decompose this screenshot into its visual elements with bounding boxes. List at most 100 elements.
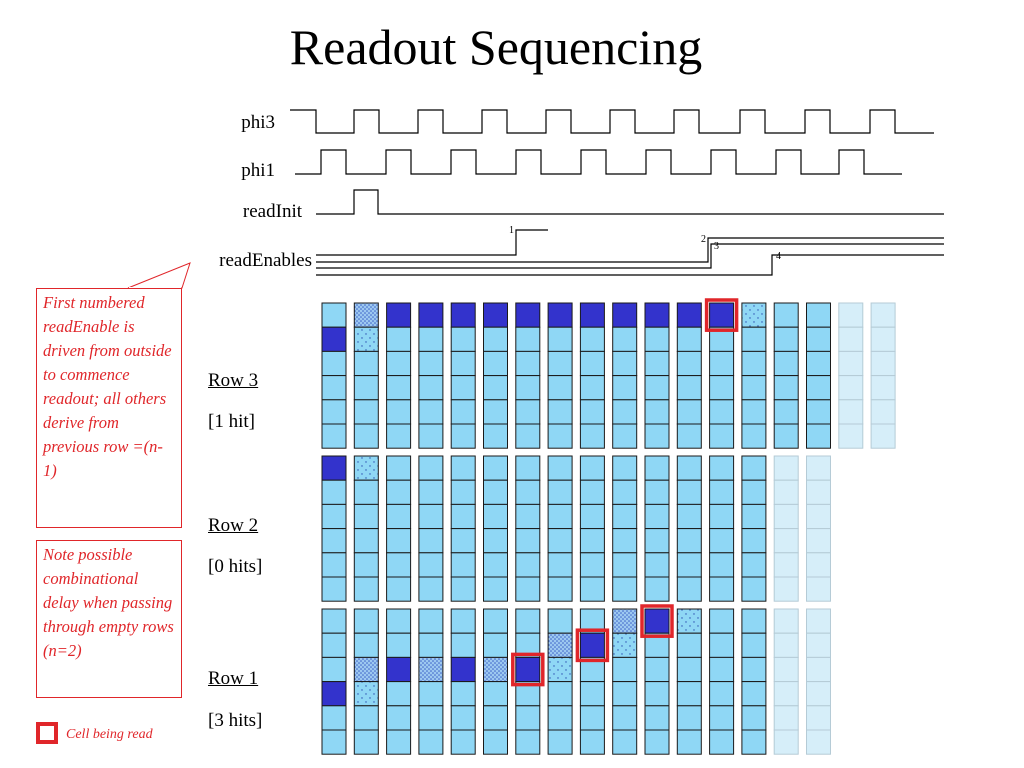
cell xyxy=(418,503,444,530)
pixel-column xyxy=(676,608,702,755)
cell xyxy=(644,399,670,425)
cell xyxy=(773,705,799,731)
cell xyxy=(579,528,605,554)
cell-dense xyxy=(353,656,379,683)
cell-hit xyxy=(515,302,541,328)
cell xyxy=(450,552,476,578)
cell-hit xyxy=(321,455,347,481)
row3-hits: [1 hit] xyxy=(208,411,255,432)
cell xyxy=(676,375,702,401)
cell xyxy=(386,399,412,425)
cell xyxy=(321,302,347,328)
cell xyxy=(870,399,896,425)
cell xyxy=(676,656,702,683)
pixel-column xyxy=(353,608,379,755)
cell xyxy=(806,729,831,755)
cell xyxy=(579,326,605,352)
cell xyxy=(450,375,476,401)
cell xyxy=(709,552,735,578)
cell xyxy=(838,399,864,425)
pixel-column xyxy=(483,302,508,449)
cell xyxy=(676,576,702,602)
cell xyxy=(579,503,605,530)
pixel-column xyxy=(386,302,412,449)
pixel-column xyxy=(612,608,638,755)
cell xyxy=(418,375,444,401)
cell xyxy=(579,576,605,602)
pixel-column xyxy=(709,455,735,602)
cell xyxy=(612,552,638,578)
pixel-column xyxy=(321,608,347,755)
cell xyxy=(483,632,508,658)
cell xyxy=(741,528,767,554)
pixel-column xyxy=(644,455,670,602)
enable-marker-2: 2 xyxy=(701,234,706,245)
cell xyxy=(450,326,476,352)
row1-hits: [3 hits] xyxy=(208,710,263,731)
cell xyxy=(579,455,605,481)
cell xyxy=(709,681,735,707)
cell xyxy=(644,455,670,481)
cell xyxy=(676,552,702,578)
cell xyxy=(870,350,896,377)
cell xyxy=(450,455,476,481)
cell xyxy=(741,423,767,449)
cell xyxy=(644,503,670,530)
pixel-column xyxy=(515,608,541,755)
cell xyxy=(709,479,735,505)
readinit-label: readInit xyxy=(242,201,302,222)
cell xyxy=(353,375,379,401)
cell xyxy=(386,632,412,658)
cell xyxy=(547,576,573,602)
cell xyxy=(741,729,767,755)
pixel-column xyxy=(676,302,702,449)
cell xyxy=(321,608,347,634)
cell xyxy=(386,503,412,530)
enable-marker-4: 4 xyxy=(776,251,781,262)
cell xyxy=(709,632,735,658)
cell xyxy=(418,399,444,425)
cell xyxy=(353,479,379,505)
cell xyxy=(806,681,831,707)
cell xyxy=(515,326,541,352)
cell xyxy=(579,350,605,377)
cell xyxy=(450,632,476,658)
pixel-column xyxy=(450,608,476,755)
pixel-column xyxy=(773,302,799,449)
cell xyxy=(806,656,831,683)
cell xyxy=(353,729,379,755)
cell xyxy=(709,608,735,634)
cell xyxy=(709,705,735,731)
cell xyxy=(806,503,831,530)
cell xyxy=(515,729,541,755)
cell xyxy=(676,705,702,731)
callout-pointer xyxy=(127,262,191,289)
pixel-column xyxy=(386,455,412,602)
cell xyxy=(418,455,444,481)
cell xyxy=(773,399,799,425)
pixel-column xyxy=(806,455,831,602)
cell-hit xyxy=(321,326,347,352)
cell xyxy=(418,350,444,377)
cell-hit xyxy=(321,681,347,707)
cell xyxy=(806,576,831,602)
cell xyxy=(450,681,476,707)
pixel-column xyxy=(806,302,831,449)
cell xyxy=(741,552,767,578)
readenable-3-waveform xyxy=(316,243,944,269)
pixel-column xyxy=(806,608,831,755)
cell xyxy=(870,326,896,352)
cell xyxy=(547,681,573,707)
cell xyxy=(773,608,799,634)
cell-hit xyxy=(547,302,573,328)
callout-first-readenable: First numbered readEnable is driven from… xyxy=(36,288,182,528)
cell xyxy=(386,326,412,352)
cell xyxy=(515,455,541,481)
pixel-column xyxy=(579,302,605,449)
cell xyxy=(579,705,605,731)
cell xyxy=(353,552,379,578)
cell xyxy=(773,423,799,449)
cell xyxy=(676,479,702,505)
cell xyxy=(806,552,831,578)
cell xyxy=(547,608,573,634)
